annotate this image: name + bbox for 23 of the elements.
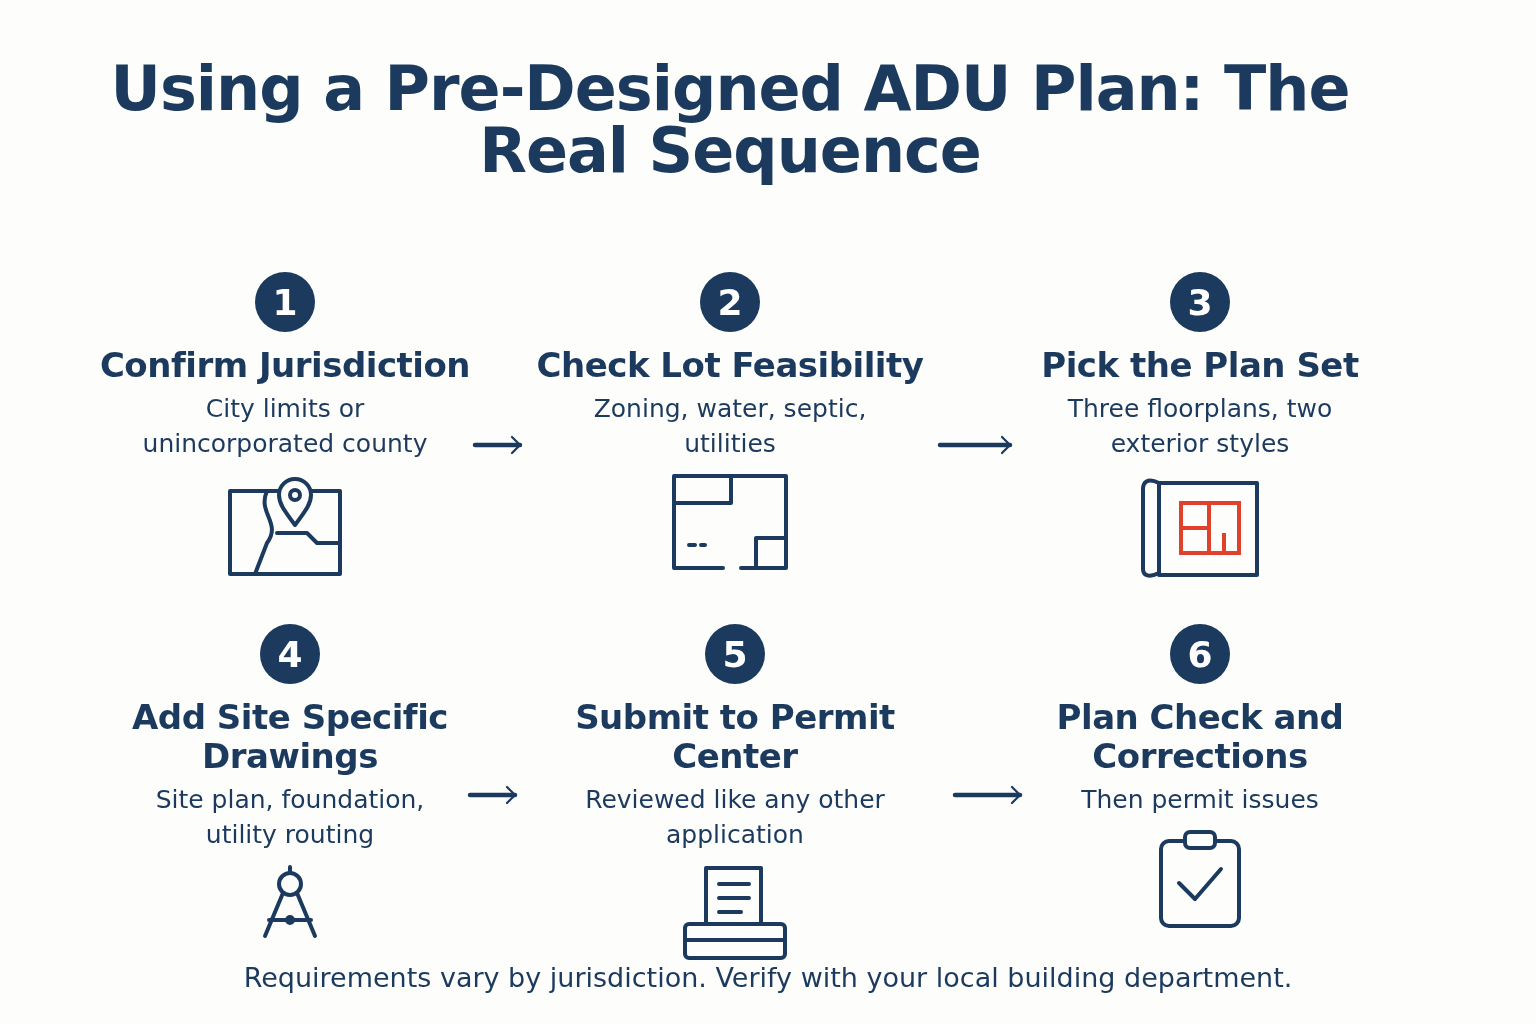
step-number-badge: 5 [705, 624, 765, 684]
arrow [937, 435, 1013, 455]
arrow [952, 785, 1023, 805]
step-number-badge: 6 [1170, 624, 1230, 684]
step-number-badge: 1 [255, 272, 315, 332]
step-description: Zoning, water, septic, utilities [592, 393, 868, 461]
step-heading: Submit to Permit Center [574, 698, 896, 777]
step-description: Three floorplans, two exterior styles [1066, 393, 1334, 461]
step-heading: Pick the Plan Set [1041, 346, 1359, 386]
step-description: Site plan, foundation, utility routing [154, 784, 426, 852]
footnote: Requirements vary by jurisdiction. Verify with your local building department. [242, 962, 1294, 993]
step-heading: Add Site Specific Drawings [131, 698, 449, 777]
step-number-badge: 4 [260, 624, 320, 684]
step-heading: Check Lot Feasibility [536, 346, 924, 386]
step-heading: Plan Check and Corrections [1055, 698, 1345, 777]
step-description: Reviewed like any other application [584, 784, 886, 852]
step-number-badge: 3 [1170, 272, 1230, 332]
step-description: Then permit issues [1081, 784, 1319, 817]
arrow [467, 785, 518, 805]
arrow [472, 435, 523, 455]
step-number-badge: 2 [700, 272, 760, 332]
step-description: City limits or unincorporated county [141, 393, 429, 461]
step-heading: Confirm Jurisdiction [99, 346, 471, 386]
